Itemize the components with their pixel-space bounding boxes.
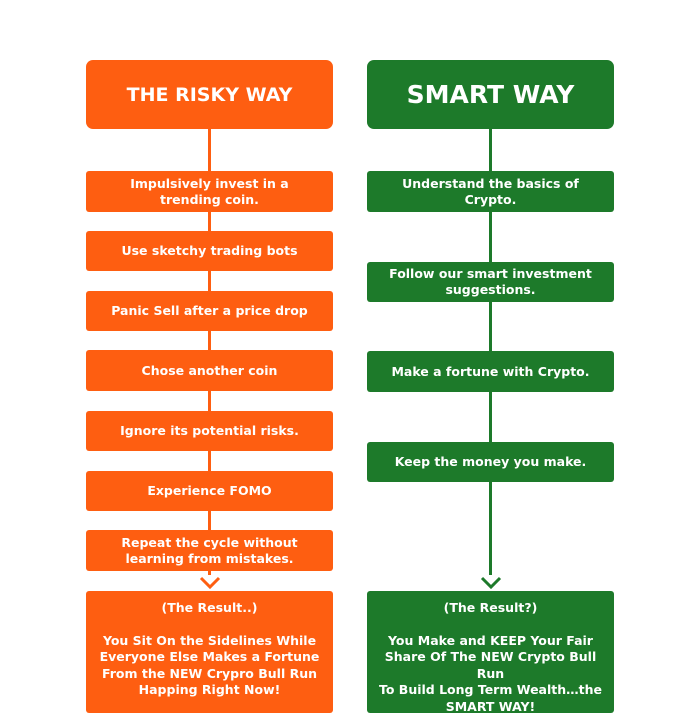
arrow-down-icon bbox=[198, 576, 222, 590]
risky-step-6-label: Experience FOMO bbox=[147, 483, 271, 499]
smart-step-1-label: Understand the basics of Crypto. bbox=[402, 176, 579, 208]
risky-step-5-label: Ignore its potential risks. bbox=[120, 423, 299, 439]
risky-step-4-label: Chose another coin bbox=[142, 363, 278, 379]
smart-result-box: (The Result?) You Make and KEEP Your Fai… bbox=[367, 591, 614, 713]
smart-step-2-label: Follow our smart investment suggestions. bbox=[389, 266, 592, 298]
smart-step-4: Keep the money you make. bbox=[367, 442, 614, 482]
risky-step-3: Panic Sell after a price drop bbox=[86, 291, 333, 331]
risky-step-3-label: Panic Sell after a price drop bbox=[111, 303, 308, 319]
smart-way-column: SMART WAY Understand the basics of Crypt… bbox=[367, 0, 614, 714]
risky-step-5: Ignore its potential risks. bbox=[86, 411, 333, 451]
risky-step-1: Impulsively invest in a trending coin. bbox=[86, 171, 333, 212]
risky-step-6: Experience FOMO bbox=[86, 471, 333, 511]
smart-result-body: You Make and KEEP Your Fair Share Of The… bbox=[373, 633, 608, 715]
risky-result-body: You Sit On the Sidelines While Everyone … bbox=[92, 633, 327, 699]
smart-way-header: SMART WAY bbox=[367, 60, 614, 129]
smart-step-2: Follow our smart investment suggestions. bbox=[367, 262, 614, 302]
risky-step-2-label: Use sketchy trading bots bbox=[121, 243, 297, 259]
risky-step-1-label: Impulsively invest in a trending coin. bbox=[130, 176, 289, 208]
risky-result-box: (The Result..) You Sit On the Sidelines … bbox=[86, 591, 333, 713]
risky-result-title: (The Result..) bbox=[92, 600, 327, 617]
risky-step-4: Chose another coin bbox=[86, 350, 333, 391]
smart-step-3: Make a fortune with Crypto. bbox=[367, 351, 614, 392]
smart-step-3-label: Make a fortune with Crypto. bbox=[391, 364, 589, 380]
risky-way-header: THE RISKY WAY bbox=[86, 60, 333, 129]
smart-result-title: (The Result?) bbox=[373, 600, 608, 617]
risky-step-7: Repeat the cycle without learning from m… bbox=[86, 530, 333, 571]
risky-step-7-label: Repeat the cycle without learning from m… bbox=[121, 535, 297, 567]
risky-way-column: THE RISKY WAY Impulsively invest in a tr… bbox=[86, 0, 333, 714]
risky-step-2: Use sketchy trading bots bbox=[86, 231, 333, 271]
arrow-down-icon bbox=[479, 576, 503, 590]
smart-step-1: Understand the basics of Crypto. bbox=[367, 171, 614, 212]
smart-step-4-label: Keep the money you make. bbox=[395, 454, 587, 470]
